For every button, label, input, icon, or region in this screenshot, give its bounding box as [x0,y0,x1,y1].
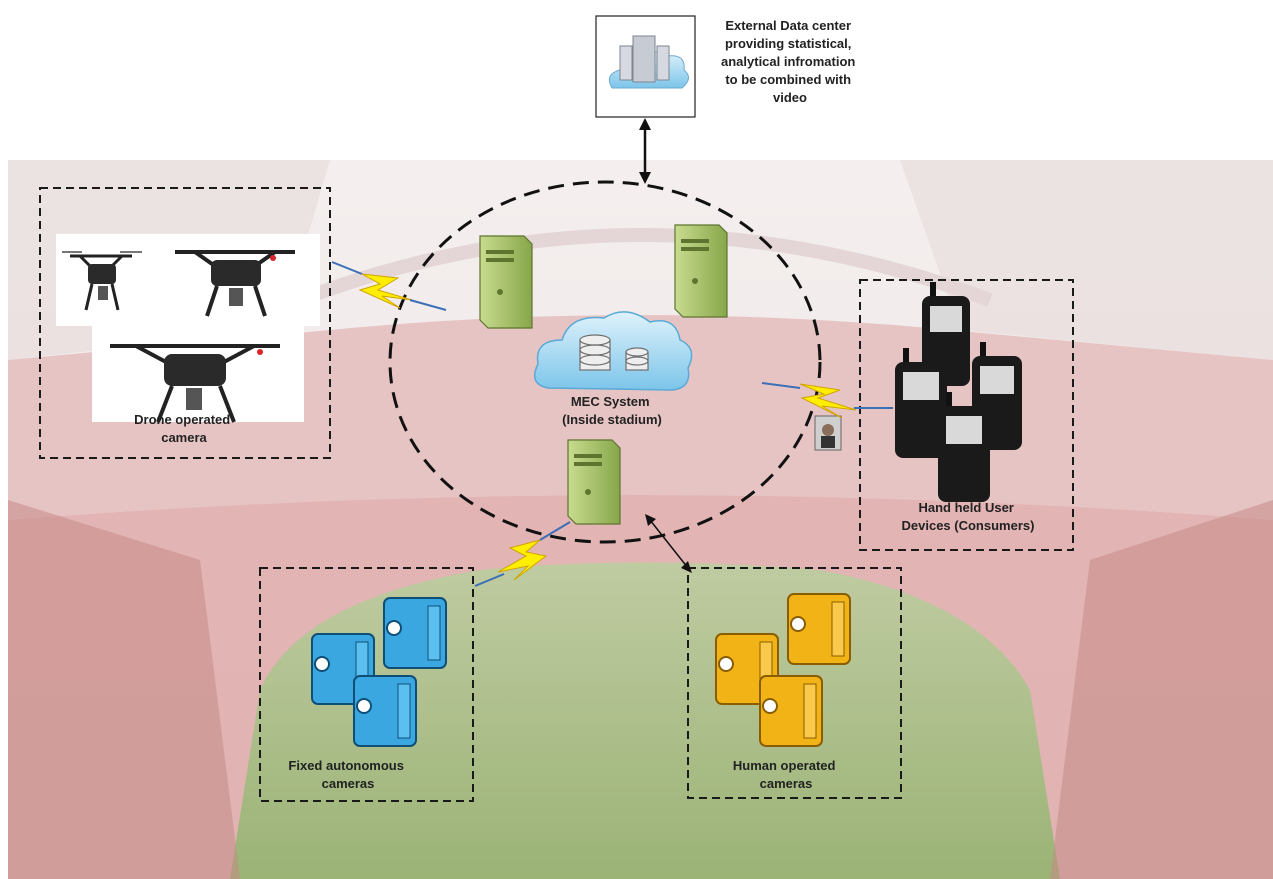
drone-group-label: Drone operated camera [134,412,234,445]
mec-system-label: MEC System (Inside stadium) [562,394,662,427]
human-cameras-link-arrow [645,514,692,573]
datacenter-link-arrow [639,118,651,184]
handheld-group-label: Hand held User Devices (Consumers) [902,500,1035,533]
drone-icon [110,344,280,423]
datacenter-cloud-icon [608,35,689,89]
drone-group: Drone operated camera [39,187,331,459]
video-camera-icon [383,597,447,669]
handheld-group: Hand held User Devices (Consumers) [859,279,1074,551]
lightning-icon [331,261,447,311]
video-camera-icon [759,675,823,747]
video-thumbnail-icon [814,415,842,451]
lightning-icon [761,382,893,419]
fixed-cameras-label: Fixed autonomous cameras [288,758,407,791]
cloud-database-icon [533,311,693,391]
human-cameras-group: Human operated cameras [687,567,902,799]
phone-icon [938,392,990,502]
video-camera-icon [787,593,851,665]
external-datacenter-node: External Data center providing statistic… [595,15,859,118]
fixed-cameras-group: Fixed autonomous cameras [259,567,474,802]
drone-icon [175,250,295,317]
server-icon [479,235,533,329]
video-camera-icon [353,675,417,747]
lightning-icon [474,521,571,587]
server-icon [567,439,621,525]
drone-icon [62,251,142,311]
mec-boundary-circle [388,180,822,544]
datacenter-label: External Data center providing statistic… [721,18,859,105]
phone-icon [895,348,947,458]
human-cameras-label: Human operated cameras [733,758,839,791]
server-icon [674,224,728,318]
